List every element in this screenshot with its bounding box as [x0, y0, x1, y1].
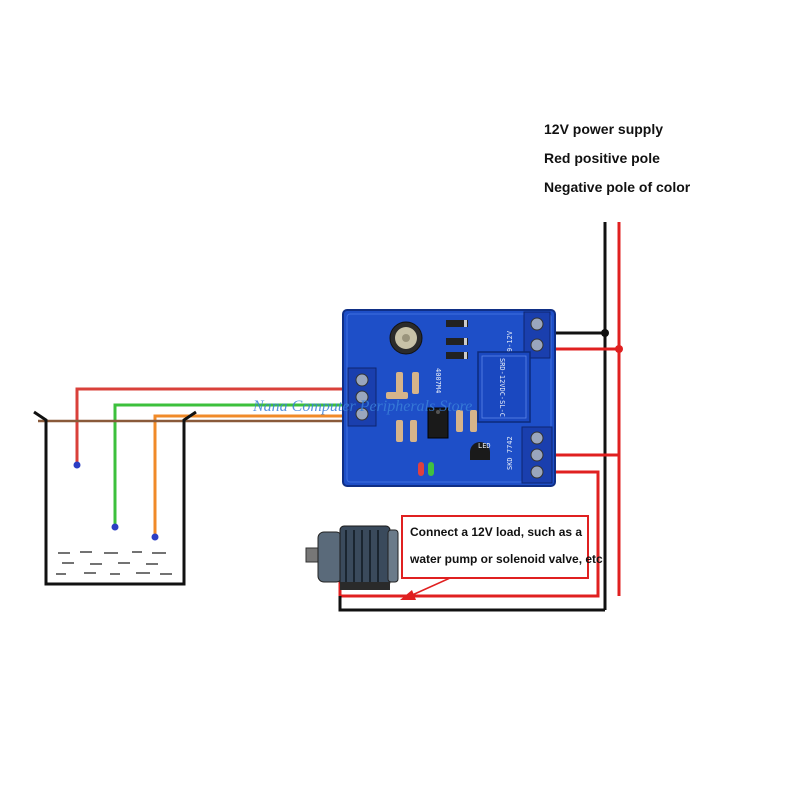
transistor [470, 442, 490, 460]
negative-junction-dot [601, 329, 609, 337]
probe-tip-orange [151, 533, 159, 541]
power-terminal-block [523, 311, 551, 359]
probe-tip-green [111, 523, 119, 531]
callout-box [401, 515, 589, 579]
status-leds [418, 462, 434, 476]
callout-line-2: water pump or solenoid valve, etc [409, 552, 603, 566]
callout-arrowhead [400, 590, 416, 600]
output-terminal-silk: SKD 7742 [506, 436, 514, 470]
probe-tip-red [73, 461, 81, 469]
water-surface [56, 551, 172, 575]
probe-terminal-block [347, 367, 377, 427]
input-terminal-silk: 9-12V [506, 330, 514, 352]
output-terminal-block [521, 426, 553, 484]
power-supply-label: 12V power supply [544, 121, 663, 137]
load-positive-wire [338, 470, 600, 598]
probe-red-wire [75, 387, 345, 464]
probe-orange-wire [153, 414, 345, 535]
controller-board: 9-12V SKD 7742 SRD-12VDC-SL-C 4007M4 [342, 309, 556, 487]
negative-pole-label: Negative pole of color [544, 179, 691, 195]
callout-line-1: Connect a 12V load, such as a [410, 525, 582, 539]
probe-green-wire [113, 403, 345, 525]
led-silk: LED [478, 442, 491, 450]
relay-silk: SRD-12VDC-SL-C [498, 358, 506, 417]
load-callout: Connect a 12V load, such as a water pump… [400, 515, 603, 600]
motor-pump [305, 525, 399, 590]
ic-chip [427, 407, 449, 439]
water-tank [33, 410, 197, 586]
diode-silk: 4007M4 [434, 368, 442, 393]
diodes [446, 320, 468, 359]
load-negative-wire [338, 596, 605, 612]
positive-pole-label: Red positive pole [544, 150, 660, 166]
store-watermark: Nana Computer Peripherals Store [252, 398, 472, 415]
capacitor [389, 321, 423, 355]
resistors [386, 372, 477, 442]
callout-pointer [409, 577, 582, 597]
positive-junction-dot [615, 345, 623, 353]
relay [477, 351, 531, 423]
